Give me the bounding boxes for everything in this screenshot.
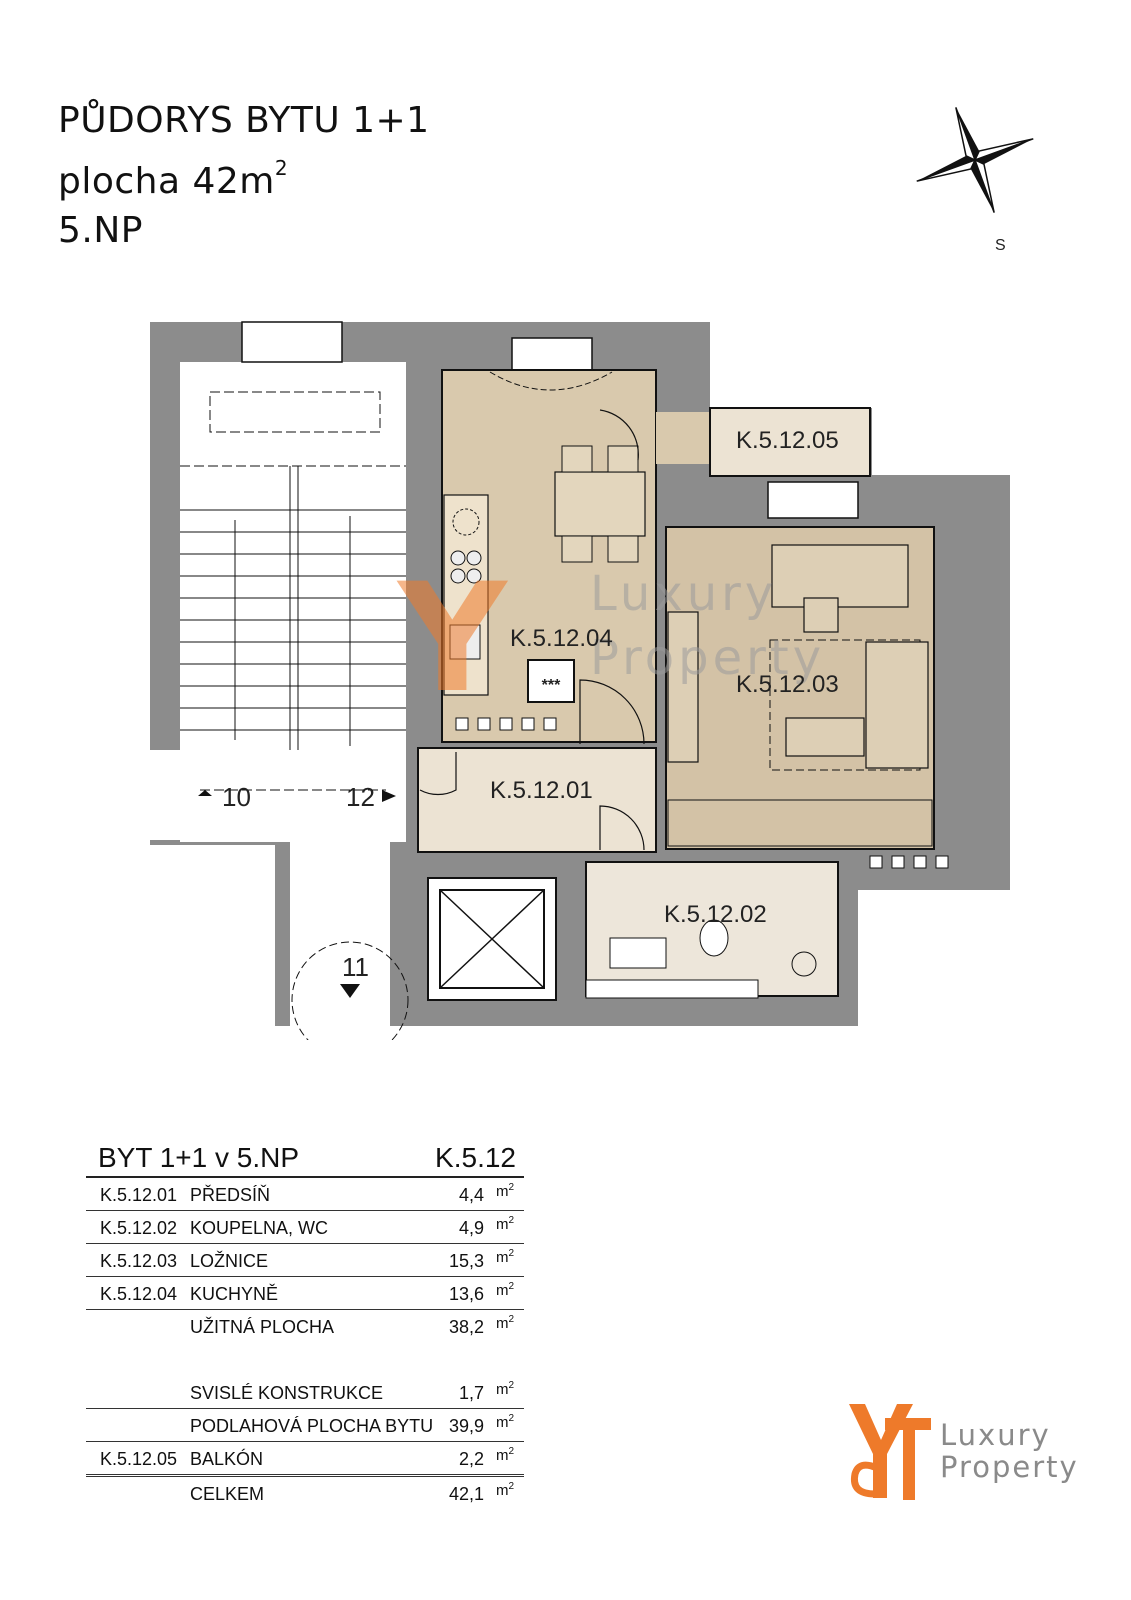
area-unit: m2 bbox=[495, 1314, 514, 1332]
area-unit: m2 bbox=[495, 1248, 514, 1266]
table-row: K.5.12.04 KUCHYNĚ 13,6 m2 bbox=[86, 1277, 524, 1310]
room-hallway bbox=[417, 747, 657, 853]
room-code: K.5.12.05 bbox=[100, 1449, 178, 1469]
area-value: 15,3 bbox=[448, 1251, 484, 1271]
area-value: 4,4 bbox=[458, 1185, 484, 1205]
table-row: K.5.12.03 LOŽNICE 15,3 m2 bbox=[86, 1244, 524, 1277]
company-logo bbox=[849, 1404, 931, 1500]
room-name: LOŽNICE bbox=[190, 1251, 269, 1271]
table-unit-code: K.5.12 bbox=[435, 1142, 516, 1173]
room-label-kitchen: K.5.12.04 bbox=[510, 625, 613, 652]
room-label-hallway: K.5.12.01 bbox=[490, 777, 593, 804]
room-name: CELKEM bbox=[190, 1484, 265, 1504]
table-row: PODLAHOVÁ PLOCHA BYTU 39,9 m2 bbox=[86, 1409, 524, 1442]
area-value: 13,6 bbox=[448, 1284, 484, 1304]
room-label-bathroom: K.5.12.02 bbox=[664, 901, 767, 928]
room-code: K.5.12.04 bbox=[100, 1284, 178, 1304]
compass-rose-icon: S bbox=[916, 107, 1034, 254]
area-value: 2,2 bbox=[458, 1449, 484, 1469]
plan-title: PŮDORYS BYTU 1+1 bbox=[58, 100, 430, 141]
area-value: 1,7 bbox=[458, 1383, 484, 1403]
table-row: K.5.12.01 PŘEDSÍŇ 4,4 m2 bbox=[86, 1178, 524, 1211]
table-row: SVISLÉ KONSTRUKCE 1,7 m2 bbox=[86, 1376, 524, 1409]
area-unit: m2 bbox=[495, 1413, 514, 1431]
bed-outline bbox=[769, 639, 921, 771]
stove-mark: *** bbox=[542, 677, 561, 694]
area-value: 4,9 bbox=[458, 1218, 484, 1238]
table-spacer bbox=[86, 1342, 524, 1376]
dining-table bbox=[554, 471, 646, 537]
area-unit: m2 bbox=[495, 1281, 514, 1299]
table-row: K.5.12.05 BALKÓN 2,2 m2 bbox=[86, 1442, 524, 1477]
room-name: SVISLÉ KONSTRUKCE bbox=[190, 1383, 384, 1403]
room-balcony bbox=[709, 407, 871, 477]
area-unit: m2 bbox=[495, 1215, 514, 1233]
table-title: BYT 1+1 v 5.NP bbox=[98, 1142, 300, 1173]
staircase bbox=[180, 362, 406, 842]
watermark-logo-mark: Y bbox=[396, 552, 509, 726]
area-unit: m2 bbox=[495, 1182, 514, 1200]
area-value: 38,2 bbox=[448, 1317, 484, 1337]
logo-line1: Luxury bbox=[940, 1418, 1051, 1452]
logo-line2: Property bbox=[940, 1450, 1079, 1484]
compass-label: S bbox=[995, 237, 1006, 254]
watermark-line1: Luxury bbox=[590, 566, 777, 622]
stair-number-11: 11 bbox=[342, 952, 369, 982]
area-heading: plocha 42m2 bbox=[58, 156, 289, 202]
room-label-balcony: K.5.12.05 bbox=[736, 427, 839, 454]
table-row: UŽITNÁ PLOCHA 38,2 m2 bbox=[86, 1310, 524, 1342]
stair-number-12: 12 bbox=[346, 782, 375, 812]
room-code: K.5.12.03 bbox=[100, 1251, 178, 1271]
table-row: K.5.12.02 KOUPELNA, WC 4,9 m2 bbox=[86, 1211, 524, 1244]
floor-heading: 5.NP bbox=[58, 210, 143, 251]
table-row: CELKEM 42,1 m2 bbox=[86, 1477, 524, 1509]
stair-landing bbox=[290, 840, 390, 1026]
room-name: UŽITNÁ PLOCHA bbox=[190, 1317, 335, 1337]
area-unit: m2 bbox=[495, 1380, 514, 1398]
stair-number-10: 10 bbox=[222, 782, 251, 812]
area-unit: m2 bbox=[495, 1481, 514, 1499]
watermark-line2: Property bbox=[590, 630, 825, 686]
room-label-bedroom: K.5.12.03 bbox=[736, 671, 839, 698]
room-name: KUCHYNĚ bbox=[190, 1284, 279, 1304]
area-value: 39,9 bbox=[448, 1416, 484, 1436]
room-name: BALKÓN bbox=[190, 1449, 264, 1469]
area-unit: m2 bbox=[495, 1446, 514, 1464]
room-code: K.5.12.02 bbox=[100, 1218, 178, 1238]
stove bbox=[527, 659, 575, 703]
area-value: 42,1 bbox=[448, 1484, 484, 1504]
room-name: KOUPELNA, WC bbox=[190, 1218, 329, 1238]
area-table: BYT 1+1 v 5.NP K.5.12 K.5.12.01 PŘEDSÍŇ 4,… bbox=[86, 1140, 524, 1509]
table-header: BYT 1+1 v 5.NP K.5.12 bbox=[86, 1140, 524, 1178]
room-name: PŘEDSÍŇ bbox=[190, 1185, 271, 1205]
floor-plan: *** 10 11 12 bbox=[150, 321, 1010, 1040]
room-code: K.5.12.01 bbox=[100, 1185, 178, 1205]
room-name: PODLAHOVÁ PLOCHA BYTU bbox=[190, 1416, 434, 1436]
